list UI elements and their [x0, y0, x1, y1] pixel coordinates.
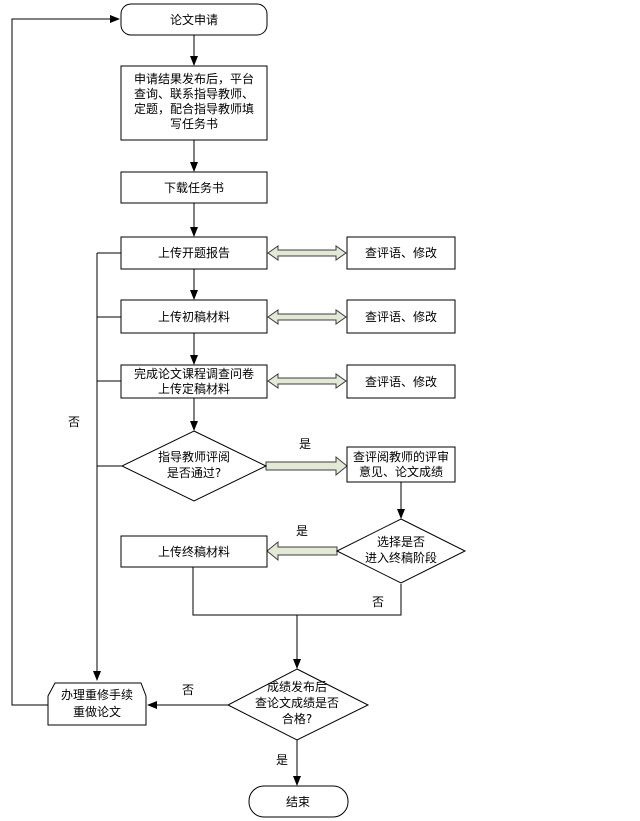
two-way-arrow-3 [267, 373, 347, 389]
node-end: 结束 [248, 785, 349, 818]
node-upload-last: 上传终稿材料 [120, 535, 268, 568]
node-advisor-decision: 指导教师评阅 是否通过? [120, 430, 268, 502]
node-review-3-label: 查评语、修改 [365, 374, 437, 389]
edge-label-grade-yes: 是 [276, 753, 288, 767]
node-grade-decision-line-2: 查论文成绩是否 [255, 695, 339, 710]
node-grade-decision-line-3: 合格? [282, 711, 312, 726]
node-redo-line-1: 办理重修手续 [61, 687, 133, 702]
edge-label-advisor-yes: 是 [299, 437, 311, 451]
node-review-1: 查评语、修改 [346, 236, 456, 270]
connectors [11, 15, 405, 786]
yes-arrow-advisor [265, 455, 348, 477]
node-upload-draft: 上传初稿材料 [120, 299, 268, 334]
two-way-arrow-1 [267, 245, 347, 261]
node-step2-line-4: 写任务书 [170, 116, 218, 131]
node-upload-draft-label: 上传初稿材料 [158, 309, 230, 324]
node-redo-line-2: 重做论文 [73, 704, 121, 719]
node-check-comments-line-1: 查评阅教师的评审 [353, 449, 449, 464]
node-apply-label: 论文申请 [170, 12, 218, 27]
node-advisor-decision-line-1: 指导教师评阅 [158, 449, 230, 464]
edge-label-final-no: 否 [372, 595, 384, 609]
node-redo: 办理重修手续 重做论文 [47, 682, 147, 726]
node-upload-proposal-label: 上传开题报告 [158, 245, 230, 260]
node-step2-line-3: 定题，配合指导教师填 [134, 101, 254, 116]
node-final-stage-decision: 选择是否 进入终稿阶段 [335, 518, 467, 584]
node-review-1-label: 查评语、修改 [365, 245, 437, 260]
two-way-arrow-2 [267, 309, 347, 325]
node-check-comments-line-2: 意见、论文成绩 [359, 464, 443, 479]
node-upload-proposal: 上传开题报告 [120, 236, 268, 270]
yes-arrow-final [266, 540, 338, 562]
node-download: 下载任务书 [120, 171, 268, 204]
node-step2-line-2: 查询、联系指导教师、 [134, 86, 254, 101]
node-check-comments: 查评阅教师的评审 意见、论文成绩 [346, 446, 456, 483]
node-grade-decision-line-1: 成绩发布后 [267, 679, 327, 694]
edge-label-left-no: 否 [68, 415, 80, 429]
node-step2-line-1: 申请结果发布后，平台 [134, 71, 254, 86]
node-final-stage-line-1: 选择是否 [377, 535, 425, 549]
node-final-stage-line-2: 进入终稿阶段 [365, 550, 437, 565]
edge-label-final-yes: 是 [296, 524, 308, 538]
node-upload-last-label: 上传终稿材料 [158, 544, 230, 559]
edge-label-grade-no: 否 [182, 683, 194, 697]
node-review-2: 查评语、修改 [346, 299, 456, 334]
node-step2: 申请结果发布后，平台 查询、联系指导教师、 定题，配合指导教师填 写任务书 [120, 65, 268, 141]
node-end-label: 结束 [286, 795, 310, 809]
node-upload-final-line-2: 上传定稿材料 [158, 381, 230, 396]
node-grade-decision: 成绩发布后 查论文成绩是否 合格? [226, 668, 370, 741]
node-apply: 论文申请 [120, 3, 268, 36]
node-download-label: 下载任务书 [164, 180, 224, 195]
node-review-2-label: 查评语、修改 [365, 309, 437, 324]
node-upload-final: 完成论文课程调查问卷 上传定稿材料 [120, 364, 268, 399]
node-review-3: 查评语、修改 [346, 364, 456, 399]
node-advisor-decision-line-2: 是否通过? [167, 466, 221, 480]
node-upload-final-line-1: 完成论文课程调查问卷 [134, 366, 254, 381]
